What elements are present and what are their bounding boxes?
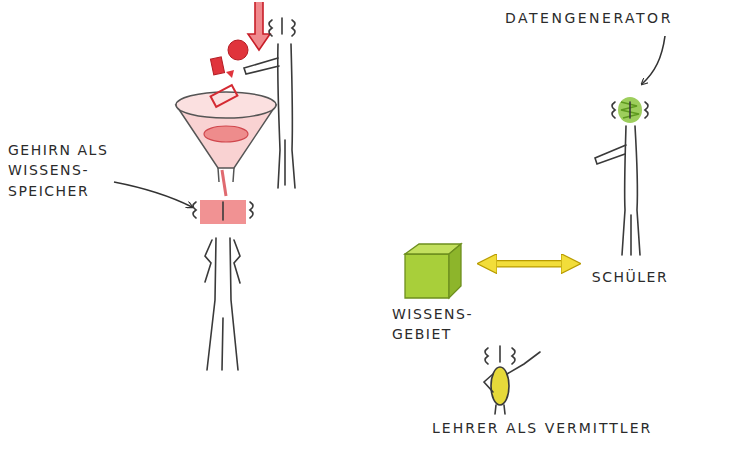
figure-face [499,346,501,362]
leader-arrow [114,182,192,207]
figure-leg [495,405,505,414]
figure-ear [645,102,648,118]
sketch-label: LEHRER ALS VERMITTLER [432,418,652,438]
figure-leg [222,318,223,370]
knowledge-flow [222,170,226,196]
brain-storage [200,200,246,224]
funnel-rim [176,92,276,118]
figure-ear [193,202,196,218]
figure-leg [630,215,632,255]
knowledge-item [211,85,238,107]
figure-ear [485,348,488,364]
sketch-label: GEHIRN ALS WISSENS- SPEICHER [8,140,138,201]
figure-arm [595,145,626,164]
input-arrow [248,2,270,50]
knowledge-item [226,70,234,78]
cube-face [405,254,449,298]
arrow-outline [487,260,571,268]
figure-body [207,238,216,370]
double-arrow [487,263,571,264]
figure-arm [234,240,240,283]
figure-ear [612,102,615,118]
figure-arm [205,240,212,282]
figure-body [291,44,295,188]
figure-leg [284,140,286,185]
figure-ear [292,20,295,36]
knowledge-item [204,126,248,142]
funnel-spout [218,168,234,182]
node-text: WISSENS- GEBIET [392,304,473,345]
figure-ear [269,20,272,36]
learner-figure [193,202,253,370]
figure-face [281,18,283,34]
figure-face [222,202,224,220]
data-head [618,97,642,123]
knowledge-cube: WISSENS- GEBIET [392,240,473,345]
student-node: SCHÜLER [585,90,675,287]
figure-ear [250,202,253,218]
figure-face [629,102,631,118]
student-figure [585,90,675,265]
figure-ear [512,348,515,364]
figure-body [230,238,238,370]
cube-side [449,244,461,298]
knowledge-item [210,57,224,75]
head-scribble [621,102,639,118]
cube-shape [401,240,465,302]
teacher-figure [484,346,540,414]
figure-arm [244,58,279,74]
knowledge-item [228,40,248,60]
sketch-label: DATENGENERATOR [505,8,673,28]
figure-body [491,367,509,405]
arrow-line [487,261,571,266]
leader-arrow [642,36,665,84]
figure-body [635,126,640,255]
figure-arm [484,374,493,392]
figure-arm [507,352,540,374]
node-text: SCHÜLER [592,267,668,287]
